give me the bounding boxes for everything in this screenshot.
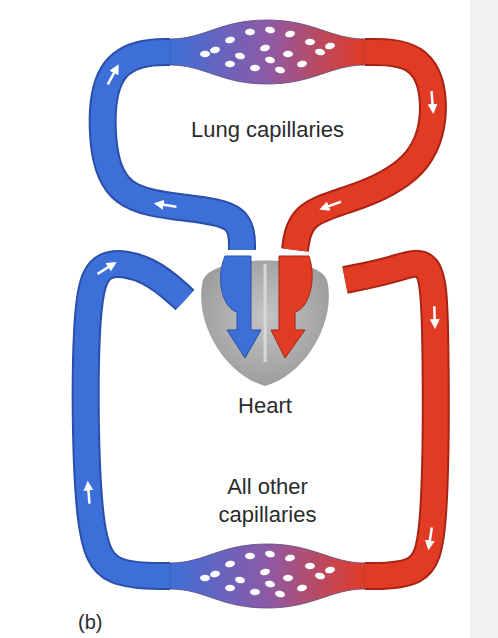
right-heart-chamber bbox=[221, 256, 261, 358]
flow-arrow bbox=[433, 306, 436, 324]
tissue-space bbox=[250, 65, 260, 71]
capillary-network bbox=[170, 20, 365, 84]
tissue-space bbox=[200, 575, 210, 581]
node-label: Heart bbox=[185, 392, 345, 420]
vessel-lumen bbox=[295, 52, 433, 250]
flow-arrow bbox=[429, 528, 432, 546]
tissue-space bbox=[209, 46, 220, 54]
left-heart-chamber bbox=[271, 256, 312, 358]
septum bbox=[264, 264, 267, 362]
tissue-space bbox=[264, 56, 275, 64]
tissue-space bbox=[284, 30, 295, 38]
tissue-space bbox=[314, 572, 325, 580]
tissue-space bbox=[324, 42, 335, 50]
tissue-space bbox=[250, 589, 260, 595]
blood-vessel bbox=[86, 264, 185, 576]
tissue-space bbox=[296, 60, 307, 68]
node-label: All other capillaries bbox=[205, 473, 330, 529]
tissue-space bbox=[209, 570, 220, 578]
flow-arrow bbox=[324, 202, 341, 208]
tissue-space bbox=[225, 585, 235, 591]
tissue-space bbox=[324, 566, 335, 574]
vessel-wall bbox=[295, 52, 433, 250]
flow-arrow bbox=[432, 91, 433, 109]
vessel-wall bbox=[86, 264, 185, 576]
heart-organ: Heart bbox=[185, 250, 345, 425]
tissue-space bbox=[305, 39, 315, 45]
flow-arrow bbox=[88, 486, 89, 504]
tissue-space bbox=[274, 66, 285, 74]
blood-vessel bbox=[345, 264, 436, 576]
flow-arrow bbox=[159, 204, 177, 207]
tissue-space bbox=[234, 576, 245, 584]
node-label: Lung capillaries bbox=[170, 116, 365, 144]
tissue-space bbox=[259, 568, 270, 576]
blood-vessel bbox=[103, 52, 242, 250]
blood-vessel bbox=[295, 52, 433, 250]
vessel-wall bbox=[103, 52, 242, 250]
tissue-space bbox=[264, 580, 275, 588]
tissue-space bbox=[264, 550, 275, 558]
tissue-space bbox=[284, 554, 295, 562]
flow-arrow bbox=[108, 69, 117, 85]
tissue-space bbox=[200, 51, 210, 57]
capillary-bed: Lung capillaries bbox=[170, 18, 365, 150]
tissue-space bbox=[264, 26, 275, 34]
capillary-network bbox=[170, 544, 365, 608]
tissue-space bbox=[274, 590, 285, 598]
capillary-bed: All other capillaries bbox=[170, 465, 365, 610]
vessel-lumen bbox=[345, 264, 436, 576]
tissue-space bbox=[259, 44, 270, 52]
side-panel bbox=[470, 0, 498, 638]
vessel-lumen bbox=[103, 52, 242, 250]
tissue-space bbox=[224, 560, 235, 568]
tissue-space bbox=[245, 29, 255, 35]
tissue-space bbox=[234, 52, 245, 60]
panel-letter: (b) bbox=[78, 611, 102, 634]
tissue-space bbox=[224, 36, 235, 44]
tissue-space bbox=[225, 61, 235, 67]
tissue-space bbox=[296, 584, 307, 592]
tissue-space bbox=[305, 563, 315, 569]
flow-arrow bbox=[98, 265, 113, 274]
tissue-space bbox=[245, 553, 255, 559]
vessel-wall bbox=[345, 264, 436, 576]
tissue-space bbox=[283, 575, 293, 581]
vessel-lumen bbox=[86, 264, 185, 576]
tissue-space bbox=[314, 48, 325, 56]
tissue-space bbox=[283, 51, 293, 57]
